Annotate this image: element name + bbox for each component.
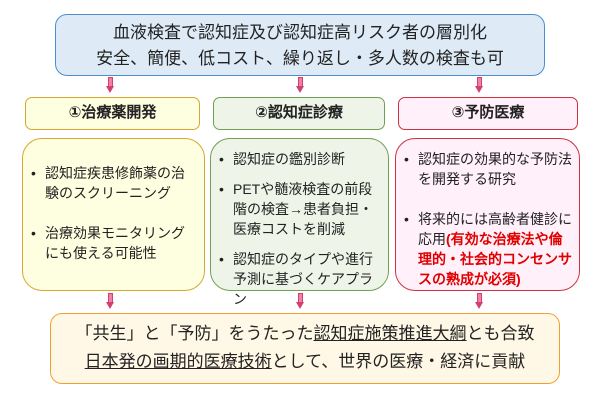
list-item: 認知症の効果的な予防法を開発する研究 xyxy=(404,149,573,189)
text: とも合致 xyxy=(466,324,535,343)
list-item: 認知症疾患修飾薬の治験のスクリーニング xyxy=(31,163,198,203)
conclusion-box: 「共生」と「予防」をうたった認知症施策推進大綱とも合致 日本発の画期的医療技術と… xyxy=(50,313,560,384)
header-dementia-care: ②認知症診療 xyxy=(213,97,385,130)
policy-outline: 認知症施策推進大綱 xyxy=(313,324,467,343)
arrow-down-icon xyxy=(296,293,304,309)
conclusion-line-2: 日本発の画期的医療技術として、世界の医療・経済に貢献 xyxy=(51,348,559,376)
list-item: 治療効果モニタリングにも使える可能性 xyxy=(31,223,198,263)
caveat-note: (有効な治療法や倫理的・社会的コンセンサスの熟成が必須) xyxy=(418,231,572,287)
text: 「共生」と「予防」をうたった xyxy=(75,324,314,343)
arrow-down-icon xyxy=(475,77,483,93)
arrow-down-icon xyxy=(475,293,483,309)
summary-box: 血液検査で認知症及び認知症高リスク者の層別化 安全、簡便、低コスト、繰り返し・多… xyxy=(55,14,545,76)
content-drug-development: 認知症疾患修飾薬の治験のスクリーニング 治療効果モニタリングにも使える可能性 xyxy=(22,138,205,291)
summary-line-1: 血液検査で認知症及び認知症高リスク者の層別化 xyxy=(113,23,487,42)
list-item: 認知症の鑑別診断 xyxy=(219,149,386,169)
text: として、世界の医療・経済に貢献 xyxy=(271,352,526,371)
summary-line-2: 安全、簡便、低コスト、繰り返し・多人数の検査も可 xyxy=(96,49,504,68)
arrow-down-icon xyxy=(296,77,304,93)
list-item-text: 将来的には高齢者健診に応用 xyxy=(418,211,572,247)
list-item: 将来的には高齢者健診に応用(有効な治療法や倫理的・社会的コンセンサスの熟成が必須… xyxy=(404,209,573,289)
innovative-technology: 日本発の画期的医療技術 xyxy=(84,352,272,371)
list-item: PETや髄液検査の前段階の検査→患者負担・医療コストを削減 xyxy=(219,179,386,239)
arrow-down-icon xyxy=(106,77,114,93)
conclusion-line-1: 「共生」と「予防」をうたった認知症施策推進大綱とも合致 xyxy=(51,320,559,348)
header-drug-development: ①治療薬開発 xyxy=(25,97,200,130)
content-preventive-medicine: 認知症の効果的な予防法を開発する研究 将来的には高齢者健診に応用(有効な治療法や… xyxy=(395,138,580,291)
content-dementia-care: 認知症の鑑別診断 PETや髄液検査の前段階の検査→患者負担・医療コストを削減 認… xyxy=(210,138,389,307)
header-preventive-medicine: ③予防医療 xyxy=(398,97,578,130)
list-item: 認知症のタイプや進行予測に基づくケアプラン xyxy=(219,249,386,309)
arrow-down-icon xyxy=(106,293,114,309)
